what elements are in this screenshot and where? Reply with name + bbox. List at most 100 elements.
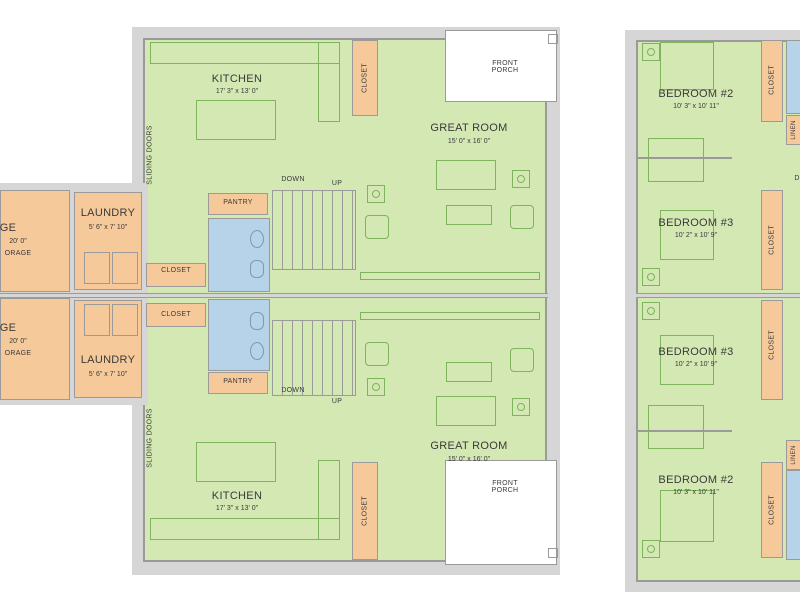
bedroom-closet: [761, 300, 783, 400]
bedroom-label: BEDROOM #3: [658, 346, 734, 358]
bathroom: [786, 40, 800, 114]
armchair: [510, 205, 534, 229]
kitchen-label: KITCHEN: [211, 490, 263, 502]
bathroom: [786, 470, 800, 560]
side-table-lamp: [367, 378, 385, 396]
garage-top: [0, 190, 70, 292]
linen-closet: [786, 115, 800, 145]
bedroom-closet: [761, 40, 783, 122]
front-porch-bottom: [445, 460, 557, 565]
front-porch-top: [445, 30, 557, 102]
garage-label: GE: [0, 322, 17, 334]
bedroom-label: BEDROOM #3: [658, 217, 734, 229]
kitchen-counter: [318, 42, 340, 122]
closet-bottom: [146, 303, 206, 327]
bathroom-bottom: [208, 299, 270, 371]
pantry-label: PANTRY: [223, 199, 253, 206]
garage-note: ORAGE: [4, 350, 32, 357]
bed: [660, 490, 714, 542]
kitchen-counter: [150, 518, 340, 540]
garage-note: ORAGE: [4, 250, 32, 257]
bedroom-dims: 10' 3" x 10' 11": [673, 103, 719, 110]
coffee-table: [446, 362, 492, 382]
stairs-up-label: UP: [331, 398, 343, 405]
dresser: [648, 138, 704, 182]
stairs-top: [272, 190, 356, 270]
side-table-lamp: [512, 170, 530, 188]
nightstand: [642, 540, 660, 558]
dresser: [648, 405, 704, 449]
great-room-label: GREAT ROOM: [430, 122, 508, 134]
laundry-top: [74, 192, 142, 290]
kitchen-counter: [150, 42, 340, 64]
bathroom-top: [208, 218, 270, 292]
stairs-up-label: UP: [331, 180, 343, 187]
party-wall: [0, 293, 548, 298]
closet-label: CLOSET: [768, 225, 776, 255]
laundry-dims: 5' 6" x 7' 10": [88, 224, 128, 231]
dryer: [112, 252, 138, 284]
partial-label: D: [794, 175, 800, 182]
kitchen-island: [196, 100, 276, 140]
bedroom-label: BEDROOM #2: [658, 474, 734, 486]
closet-label: CLOSET: [768, 495, 776, 525]
closet-label: CLOSET: [768, 330, 776, 360]
sliding-doors-label: SLIDING DOORS: [146, 408, 154, 468]
bedroom-wall: [636, 157, 732, 159]
kitchen-closet-top: [352, 40, 378, 116]
garage-dims: 20' 0": [9, 338, 27, 345]
nightstand: [642, 43, 660, 61]
laundry-label: LAUNDRY: [80, 354, 136, 366]
laundry-label: LAUNDRY: [80, 207, 136, 219]
bed: [660, 210, 714, 260]
closet-label: CLOSET: [161, 267, 191, 274]
dryer: [112, 304, 138, 336]
sofa: [436, 396, 496, 426]
side-table-lamp: [367, 185, 385, 203]
great-room-label: GREAT ROOM: [430, 440, 508, 452]
bedroom-dims: 10' 2" x 10' 9": [674, 361, 718, 368]
armchair: [365, 215, 389, 239]
kitchen-counter: [318, 460, 340, 540]
bedroom-closet: [761, 190, 783, 290]
sliding-doors-label: SLIDING DOORS: [146, 125, 154, 185]
pantry-bottom: [208, 372, 268, 394]
pantry-label: PANTRY: [223, 378, 253, 385]
bedroom-closet: [761, 462, 783, 558]
sofa: [436, 160, 496, 190]
media-console: [360, 312, 540, 320]
bedroom-label: BEDROOM #2: [658, 88, 734, 100]
bedroom-wall: [636, 430, 732, 432]
nightstand: [642, 302, 660, 320]
toilet-icon: [250, 312, 264, 330]
bed: [660, 335, 714, 385]
sink-icon: [250, 342, 264, 360]
sink-icon: [250, 230, 264, 248]
bedroom-dims: 10' 3" x 10' 11": [673, 489, 719, 496]
closet-label: CLOSET: [768, 65, 776, 95]
toilet-icon: [250, 260, 264, 278]
closet-label: CLOSET: [361, 63, 369, 93]
stairs-down-label: DOWN: [281, 176, 305, 183]
linen-closet: [786, 440, 800, 470]
pantry-top: [208, 193, 268, 215]
laundry-bottom: [74, 300, 142, 398]
media-console: [360, 272, 540, 280]
linen-label: LINEN: [791, 445, 797, 465]
kitchen-closet-bottom: [352, 462, 378, 560]
closet-label: CLOSET: [361, 496, 369, 526]
kitchen-dims: 17' 3" x 13' 0": [215, 88, 259, 95]
party-wall: [636, 293, 800, 298]
great-room-dims: 15' 0" x 16' 0": [447, 456, 491, 463]
porch-post: [548, 34, 558, 44]
washer: [84, 304, 110, 336]
porch-post: [548, 548, 558, 558]
coffee-table: [446, 205, 492, 225]
closet-top: [146, 263, 206, 287]
armchair: [510, 348, 534, 372]
bed: [660, 42, 714, 90]
armchair: [365, 342, 389, 366]
kitchen-island: [196, 442, 276, 482]
